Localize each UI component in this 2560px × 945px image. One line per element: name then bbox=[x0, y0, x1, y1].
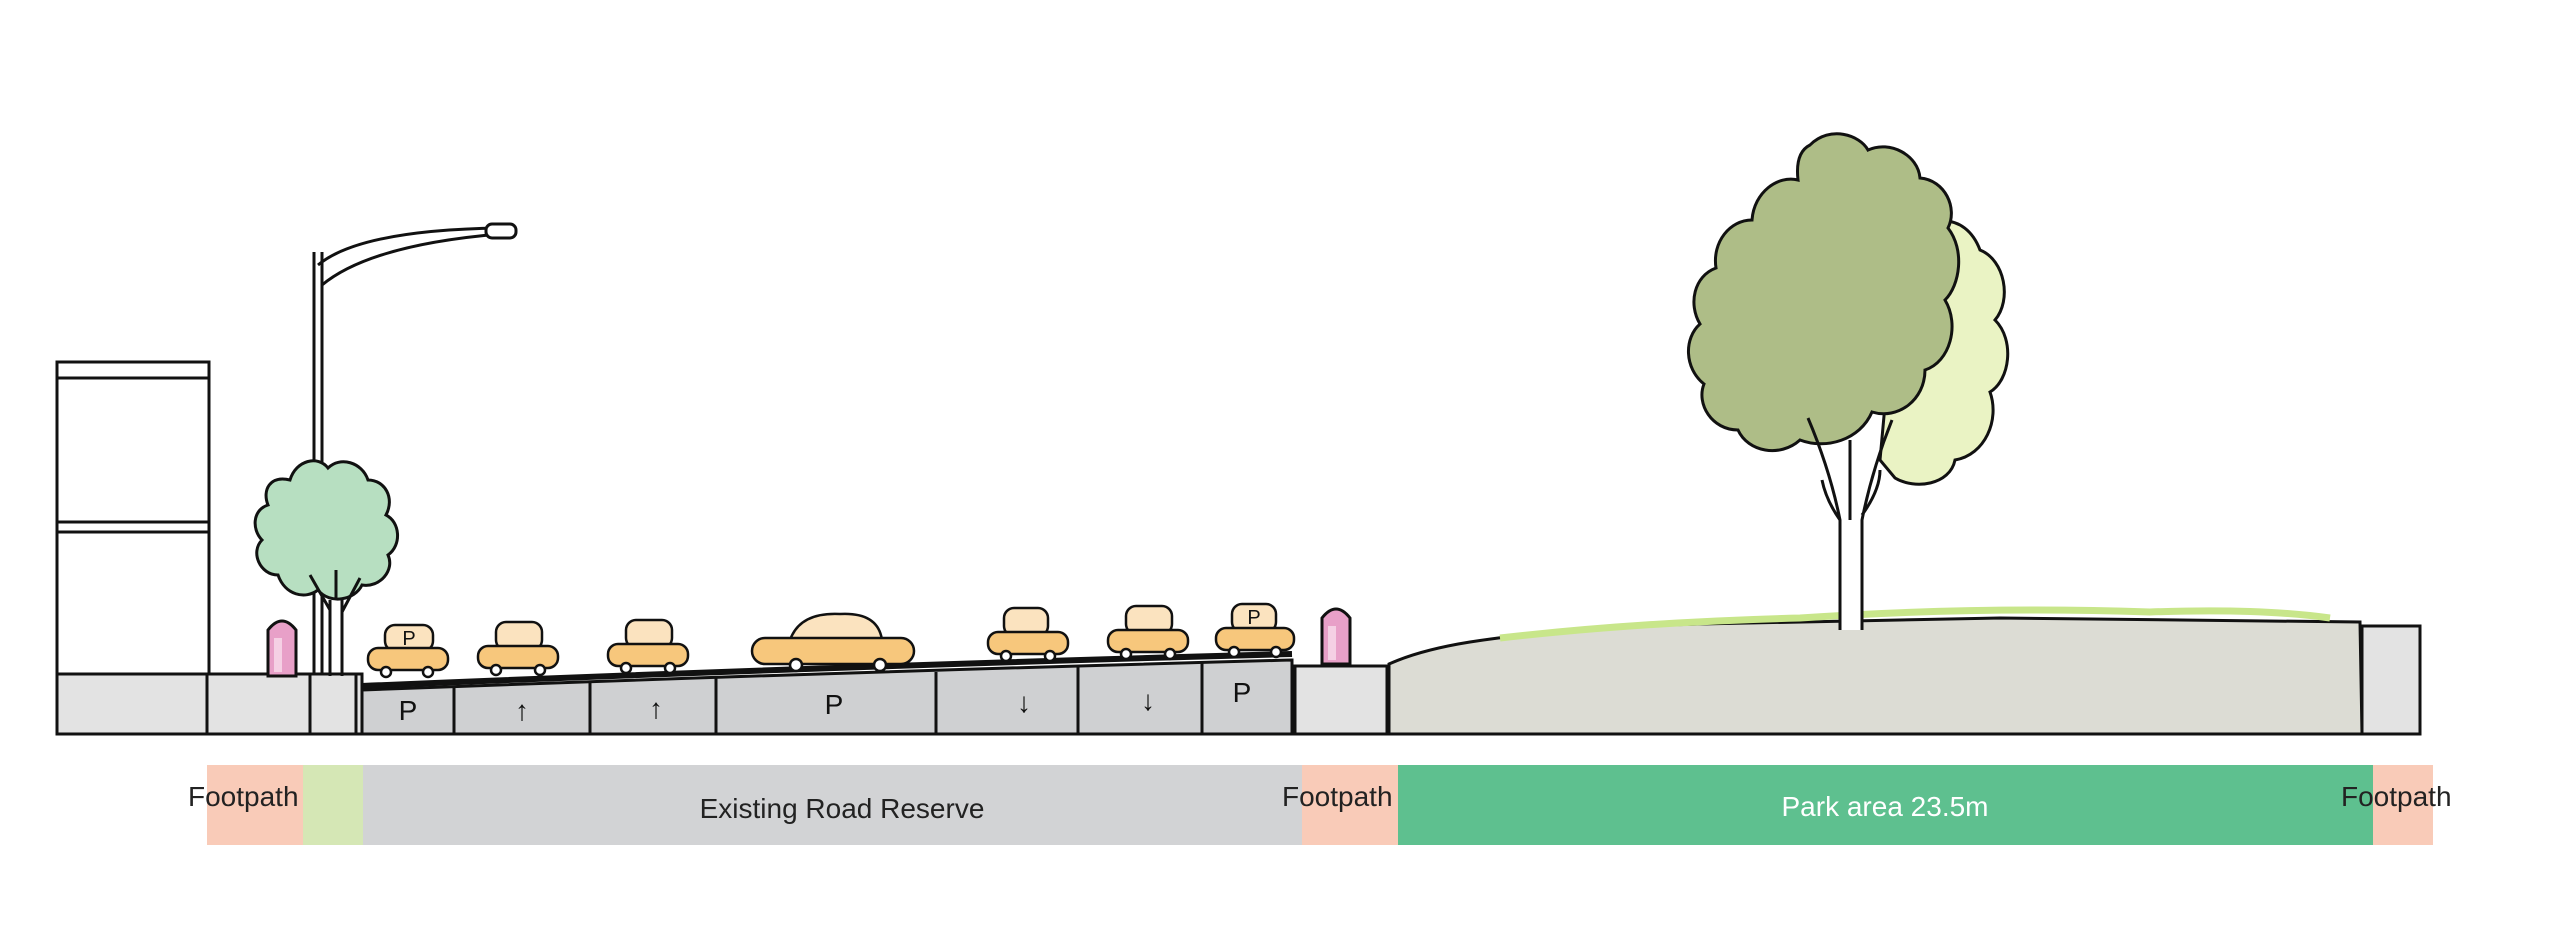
building bbox=[55, 360, 211, 676]
lane-marker-parking-center: P bbox=[825, 689, 844, 720]
label-park-area: Park area 23.5m bbox=[1781, 791, 1989, 822]
car-1: P bbox=[366, 623, 450, 679]
car-3 bbox=[606, 618, 690, 675]
car-1-badge: P bbox=[402, 628, 415, 650]
car-5 bbox=[986, 606, 1070, 663]
lane-marker-parking-left: P bbox=[399, 695, 418, 726]
zone-road-reserve-band bbox=[363, 765, 1302, 845]
lane-markers: P ↑ ↑ P ↓ ↓ P bbox=[399, 677, 1252, 726]
bollard-left bbox=[266, 619, 298, 678]
small-tree bbox=[253, 459, 399, 676]
label-footpath-middle: Footpath bbox=[1282, 781, 1393, 812]
bollard-middle bbox=[1320, 607, 1352, 666]
car-6 bbox=[1106, 604, 1190, 661]
lane-marker-1: ↑ bbox=[515, 695, 529, 726]
zone-park-band bbox=[1398, 765, 2373, 845]
road-deck bbox=[360, 651, 1294, 736]
zone-footpath-right-band bbox=[2373, 765, 2433, 845]
large-tree bbox=[1687, 132, 2010, 630]
label-footpath-left: Footpath bbox=[188, 781, 299, 812]
lane-marker-4: ↓ bbox=[1141, 685, 1155, 716]
lane-marker-parking-right: P bbox=[1233, 677, 1252, 708]
car-4 bbox=[750, 612, 916, 673]
middle-footpath-slab bbox=[1293, 664, 1389, 736]
car-2 bbox=[476, 620, 560, 677]
zone-footpath-left-band bbox=[207, 765, 303, 845]
lane-marker-3: ↓ bbox=[1017, 687, 1031, 718]
label-road-reserve: Existing Road Reserve bbox=[699, 793, 985, 824]
left-footpath-slab bbox=[55, 672, 364, 736]
lane-marker-2: ↑ bbox=[649, 693, 663, 724]
zone-verge-band bbox=[303, 765, 363, 845]
car-7: P bbox=[1214, 602, 1296, 659]
cars: P P bbox=[366, 602, 1296, 679]
label-footpath-right: Footpath bbox=[2341, 781, 2452, 812]
park-mound bbox=[1387, 606, 2422, 736]
car-7-badge: P bbox=[1247, 607, 1260, 629]
zone-footpath-middle-band bbox=[1302, 765, 1398, 845]
